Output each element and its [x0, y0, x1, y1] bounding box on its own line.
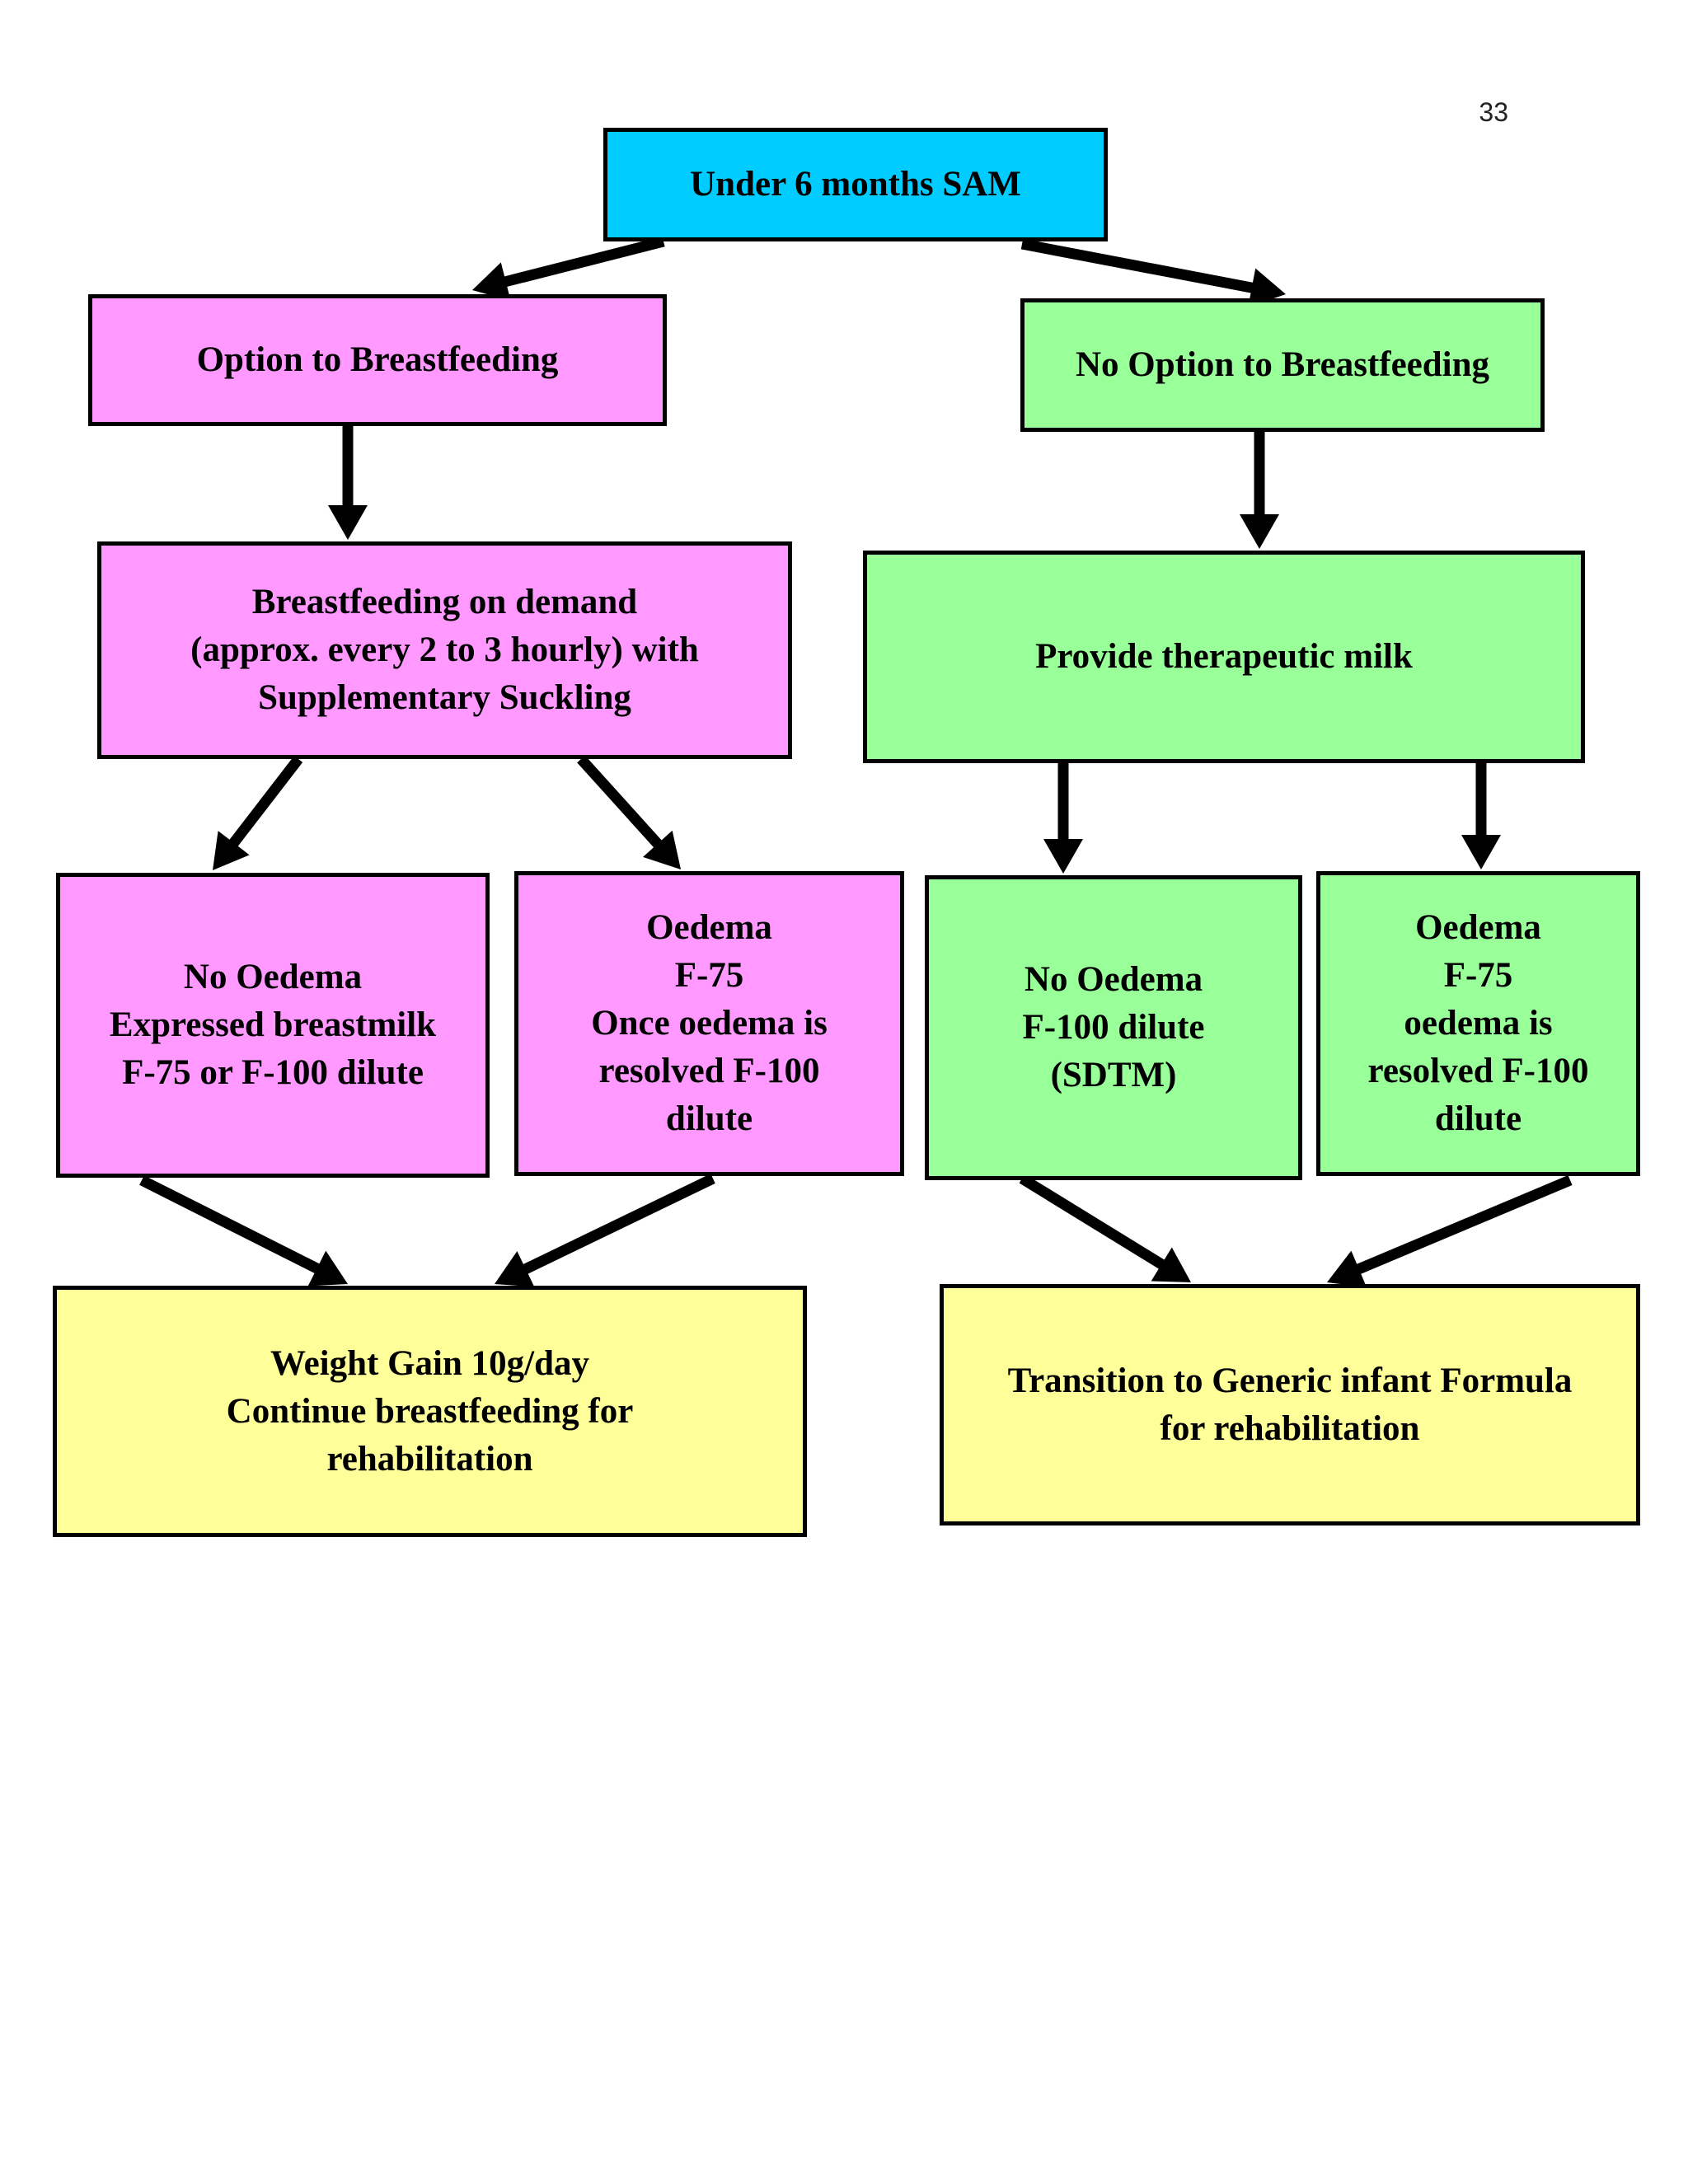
arrow-no-option-breastfeeding-to-provide-therapeutic-milk: [1240, 432, 1279, 549]
node-weight-gain: Weight Gain 10g/day Continue breastfeedi…: [53, 1286, 807, 1537]
node-line: (SDTM): [1050, 1056, 1177, 1094]
node-milk-no-oedema: No Oedema F-100 dilute (SDTM): [925, 875, 1302, 1180]
arrow-milk-oedema-to-transition: [1327, 1175, 1573, 1287]
arrow-shaft: [577, 755, 664, 851]
arrow-head: [307, 1250, 348, 1286]
node-line: (approx. every 2 to 3 hourly) with: [190, 630, 699, 669]
node-line: Breastfeeding on demand: [251, 583, 638, 621]
node-line: Weight Gain 10g/day: [270, 1343, 590, 1383]
node-line: No Oedema: [1024, 960, 1203, 999]
node-line: Under 6 months SAM: [690, 165, 1021, 204]
node-line: Option to Breastfeeding: [196, 340, 559, 379]
node-line: oedema is: [1404, 1004, 1553, 1043]
arrow-breastfeeding-on-demand-to-bf-oedema: [577, 755, 681, 869]
arrow-head: [643, 830, 681, 869]
arrow-head: [1461, 835, 1501, 869]
node-line: Continue breastfeeding for: [226, 1391, 634, 1431]
arrow-breastfeeding-on-demand-to-bf-no-oedema: [213, 756, 303, 870]
node-line: for rehabilitation: [1160, 1408, 1420, 1448]
arrow-head: [472, 262, 511, 301]
arrow-bf-oedema-to-weight-gain: [495, 1174, 715, 1287]
node-line: Transition to Generic infant Formula: [1007, 1361, 1573, 1400]
arrow-provide-therapeutic-milk-to-milk-oedema: [1461, 763, 1501, 869]
arrow-head: [495, 1251, 535, 1287]
node-line: F-100 dilute: [1022, 1008, 1205, 1047]
node-line: dilute: [665, 1099, 753, 1138]
page-number: 33: [1479, 97, 1508, 127]
node-line: resolved F-100: [1367, 1052, 1589, 1090]
node-line: Expressed breastmilk: [109, 1005, 437, 1044]
node-line: F-75: [674, 956, 744, 995]
arrow-bf-no-oedema-to-weight-gain: [139, 1175, 348, 1286]
node-milk-oedema: Oedema F-75 oedema is resolved F-100 dil…: [1316, 871, 1640, 1176]
arrow-milk-no-oedema-to-transition: [1019, 1174, 1191, 1282]
arrow-shaft: [227, 756, 303, 849]
node-line: No Oedema: [183, 958, 363, 996]
node-line: Once oedema is: [591, 1004, 828, 1043]
arrow-provide-therapeutic-milk-to-milk-no-oedema: [1043, 763, 1083, 874]
arrow-head: [1327, 1250, 1367, 1287]
node-line: Oedema: [1415, 908, 1541, 947]
node-no-option-to-breastfeeding: No Option to Breastfeeding: [1020, 298, 1545, 432]
arrow-root-to-no-option-breastfeeding: [1020, 238, 1286, 307]
node-line: Oedema: [646, 908, 772, 947]
arrow-head: [1043, 839, 1083, 874]
arrow-head: [1240, 514, 1279, 549]
arrow-head: [1151, 1247, 1191, 1282]
node-under-6-months-sam: Under 6 months SAM: [603, 128, 1108, 241]
arrow-shaft: [1020, 238, 1256, 294]
arrow-shaft: [520, 1174, 715, 1276]
node-provide-therapeutic-milk: Provide therapeutic milk: [863, 551, 1585, 763]
arrow-shaft: [501, 236, 665, 288]
node-line: No Option to Breastfeeding: [1075, 345, 1490, 384]
node-line: Supplementary Suckling: [258, 678, 631, 717]
arrow-shaft: [1353, 1175, 1573, 1276]
arrow-root-to-option-breastfeeding: [472, 236, 665, 301]
node-breastfeeding-on-demand: Breastfeeding on demand (approx. every 2…: [97, 541, 792, 759]
node-line: F-75: [1443, 956, 1513, 995]
arrow-head: [213, 831, 250, 870]
node-line: F-75 or F-100 dilute: [122, 1053, 424, 1092]
node-transition-generic-formula: Transition to Generic infant Formula for…: [940, 1284, 1640, 1526]
node-bf-no-oedema: No Oedema Expressed breastmilk F-75 or F…: [56, 873, 490, 1178]
arrow-shaft: [139, 1175, 322, 1275]
node-option-to-breastfeeding: Option to Breastfeeding: [88, 294, 667, 426]
node-line: dilute: [1434, 1099, 1522, 1138]
node-line: Provide therapeutic milk: [1035, 637, 1413, 676]
arrow-head: [1248, 268, 1286, 307]
node-bf-oedema: Oedema F-75 Once oedema is resolved F-10…: [514, 871, 904, 1176]
arrow-shaft: [1019, 1174, 1168, 1271]
node-line: rehabilitation: [326, 1439, 533, 1479]
arrow-option-breastfeeding-to-breastfeeding-on-demand: [328, 426, 368, 540]
node-line: resolved F-100: [598, 1052, 820, 1090]
arrow-head: [328, 505, 368, 540]
